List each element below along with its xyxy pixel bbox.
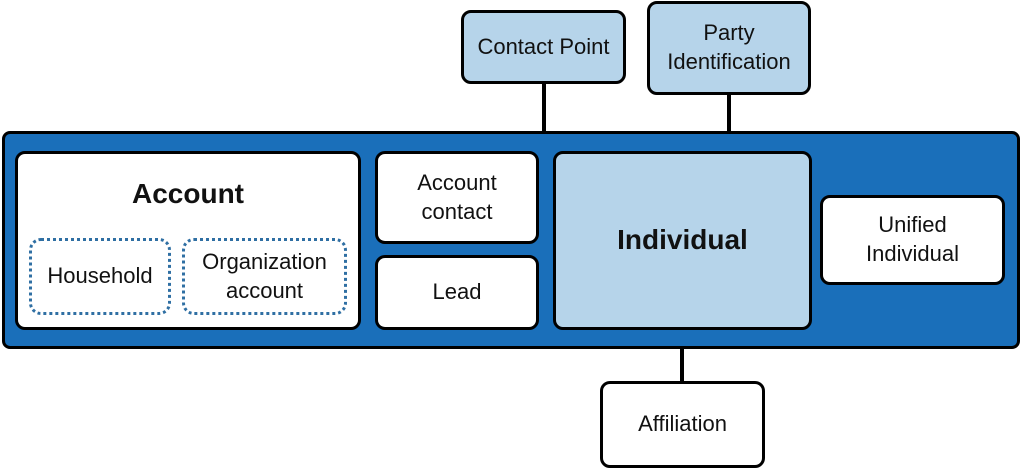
- lead-node: Lead: [375, 255, 539, 330]
- unified-individual-node: Unified Individual: [820, 195, 1005, 285]
- organization-account-node: Organization account: [182, 238, 347, 315]
- individual-node: Individual: [553, 151, 812, 330]
- account-title: Account: [132, 178, 244, 209]
- contact-point-connector: [542, 82, 546, 133]
- party-identification-connector: [727, 94, 731, 133]
- household-node: Household: [29, 238, 171, 315]
- account-contact-node: Account contact: [375, 151, 539, 244]
- affiliation-connector: [680, 347, 684, 383]
- affiliation-node: Affiliation: [600, 381, 765, 468]
- party-identification-node: Party Identification: [647, 1, 811, 95]
- contact-point-node: Contact Point: [461, 10, 626, 84]
